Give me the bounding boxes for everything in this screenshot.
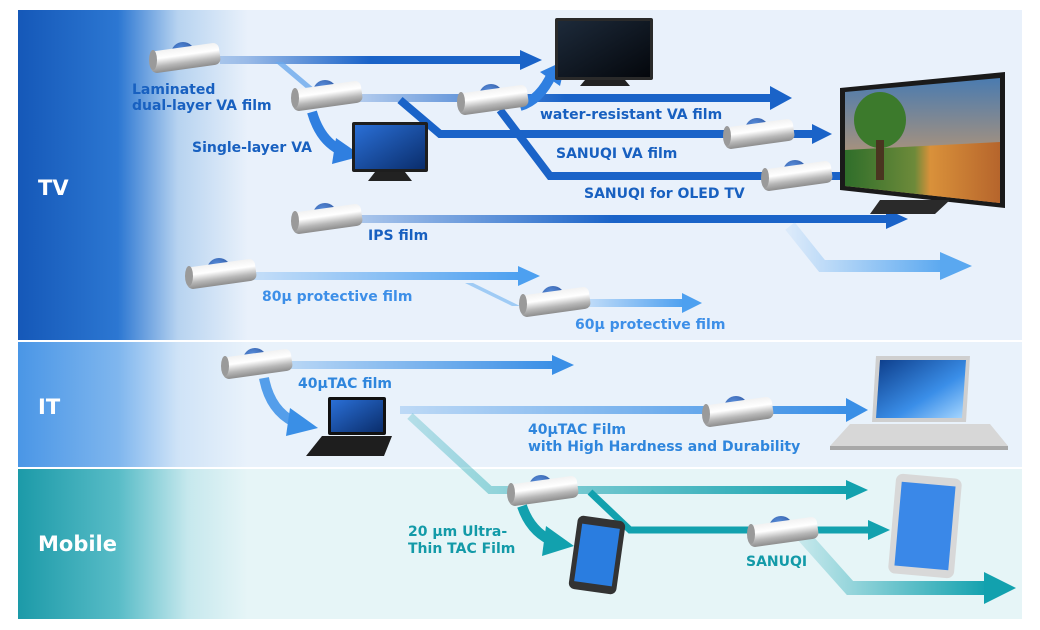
television-icon [352,122,428,181]
arrow-laminated-down [275,62,322,95]
laptop-icon [830,356,1008,450]
arrow-curve-to-phone [517,504,574,556]
arrow-curve-to-laptop [259,376,318,436]
arrow-to-water-resistant [355,86,792,110]
arrow-to-sanuqi-va [397,96,832,144]
laptop-icon [306,397,392,456]
label-40tac: 40μTAC film [298,376,392,392]
film-roll-icon [723,118,795,149]
label-60-protective: 60μ protective film [575,317,725,333]
film-roll-icon [702,396,774,427]
film-roll-icon [291,203,363,234]
section-label-tv: TV [38,176,69,200]
film-roll-icon [149,42,221,73]
label-water-resistant-va: water-resistant VA film [540,107,722,123]
arrow-ips [340,209,908,229]
section-label-it: IT [38,395,61,419]
label-80-protective: 80μ protective film [262,289,412,305]
label-40tac-hard-line2: with High Hardness and Durability [528,439,800,455]
film-roll-icon [185,258,257,289]
film-roll-icon [221,348,293,379]
label-sanuqi-va: SANUQI VA film [556,146,677,162]
arrow-40tac [280,355,574,375]
label-laminated-line1: Laminated [132,82,215,98]
label-20um-line2: Thin TAC Film [408,541,515,557]
arrow-40tac-hard [400,398,868,422]
film-roll-icon [747,516,819,547]
arrow-laminated-to-tv [220,50,542,70]
arrow-mobile-fade-out [794,527,1016,604]
television-icon [840,72,1005,214]
smartphone-icon [568,515,626,595]
label-single-va: Single-layer VA [192,140,312,156]
label-sanuqi-oled: SANUQI for OLED TV [584,186,745,202]
film-roll-icon [507,475,579,506]
section-label-mobile: Mobile [38,532,117,556]
arrow-tv-fade-out [785,222,972,280]
arrow-it-to-mobile [407,413,868,500]
arrow-80-down [465,283,520,306]
film-roll-icon [519,286,591,317]
label-20um-line1: 20 μm Ultra- [408,524,507,540]
arrow-to-sanuqi-mobile [587,489,890,540]
arrow-60-protective [580,293,702,313]
label-sanuqi-mobile: SANUQI [746,554,807,570]
tablet-icon [888,473,962,579]
label-laminated-line2: dual-layer VA film [132,98,272,114]
film-roll-icon [761,160,833,191]
label-ips-film: IPS film [368,228,428,244]
television-icon [555,18,653,86]
arrow-80-protective [240,266,540,286]
film-roll-icon [291,80,363,111]
film-roll-icon [457,84,529,115]
label-40tac-hard-line1: 40μTAC Film [528,422,626,438]
